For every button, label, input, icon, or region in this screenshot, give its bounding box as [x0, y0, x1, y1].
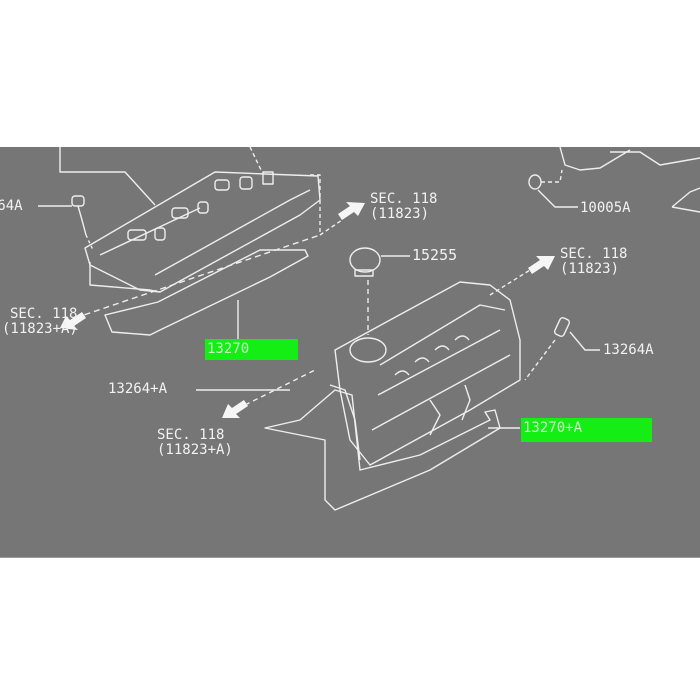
label-15255: 15255 — [412, 246, 458, 264]
label-sec-bottom-ref: (11823+A) — [157, 442, 233, 458]
bolt-13264A-left — [38, 195, 94, 251]
right-rocker-cover — [329, 281, 521, 466]
label-13264A-right: 13264A — [603, 342, 654, 358]
left-gasket-13270 — [104, 249, 309, 340]
label-13264-A: 13264+A — [108, 381, 168, 397]
left-rocker-cover — [59, 146, 321, 293]
highlight-13270: 13270 — [205, 339, 298, 360]
arrow-bottom-sec — [222, 400, 248, 418]
label-sec-top-1-ref: (11823) — [370, 206, 430, 222]
arrows — [60, 202, 555, 418]
dashed-leader — [74, 234, 321, 319]
right-gasket-13270-A — [264, 389, 520, 511]
bolt-13264A-right — [524, 317, 600, 381]
label-sec-left: SEC. 118 — [10, 306, 78, 322]
arrow-top-sec-1 — [338, 202, 365, 220]
oil-cap-15255 — [349, 247, 410, 335]
label-13270-A: 13270+A — [523, 420, 583, 436]
top-right-parts — [528, 146, 700, 213]
label-13264A-left: 13264A — [0, 198, 23, 214]
label-13270: 13270 — [207, 341, 250, 357]
label-sec-top-2: SEC. 118 — [560, 246, 628, 262]
arrow-left-sec — [60, 312, 86, 330]
label-sec-bottom: SEC. 118 — [157, 427, 225, 443]
arrow-top-sec-2 — [528, 256, 555, 274]
label-sec-top-1: SEC. 118 — [370, 191, 438, 207]
label-10005A: 10005A — [580, 200, 631, 216]
highlight-13270-A: 13270+A — [521, 418, 652, 442]
label-sec-left-ref: (11823+A) — [2, 321, 78, 337]
label-sec-top-2-ref: (11823) — [560, 261, 620, 277]
